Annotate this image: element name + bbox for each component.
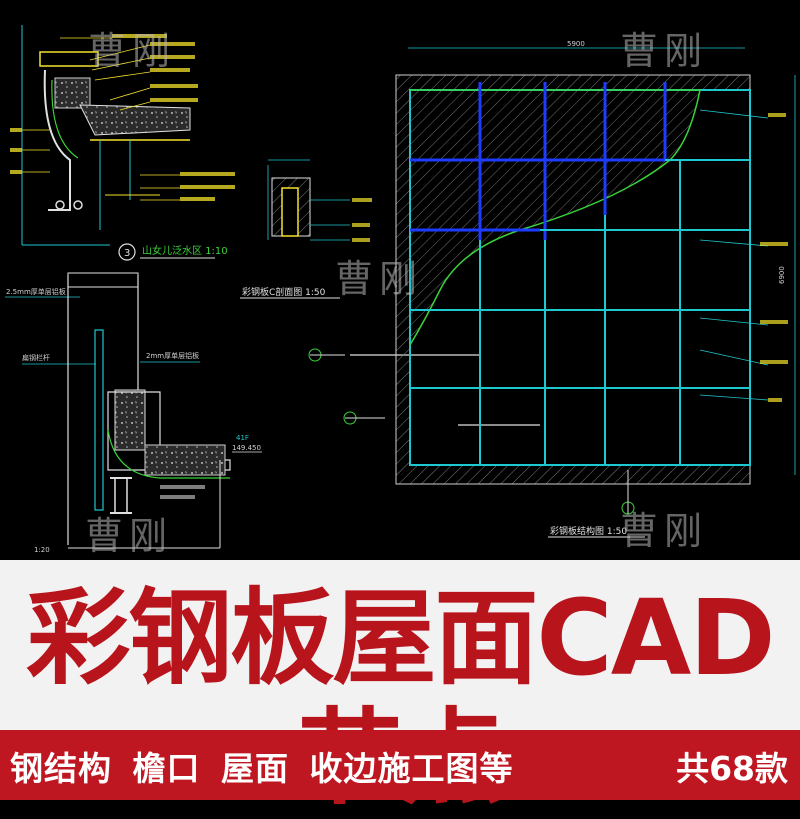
watermark-1: 曹刚 — [88, 29, 177, 73]
tag-steel-structure: 钢结构 — [10, 749, 112, 788]
watermark-3: 曹刚 — [335, 257, 424, 301]
detail2-label-c: 2mm厚单层铝板 — [146, 351, 199, 360]
tag-eaves: 檐口 — [132, 749, 201, 788]
plan-structure: 5900 6900 — [395, 40, 796, 538]
detail3-title: 彩钢板C剖面图 1:50 — [242, 286, 326, 298]
plan-dim-top: 5900 — [567, 40, 585, 48]
detail2-label-b: 扁钢栏杆 — [22, 353, 50, 362]
tag-edge-drawings: 收边施工图等 — [309, 749, 514, 788]
detail2-level-value: 149.450 — [232, 444, 261, 452]
footer-tags: 钢结构 檐口 屋面 收边施工图等 — [10, 742, 522, 790]
detail-parapet-flashing: 3 山女儿泛水区 1:10 — [10, 25, 235, 261]
detail-badge-circle — [118, 243, 136, 261]
detail-parapet-section: 2.5mm厚单层铝板 扁钢栏杆 2mm厚单层铝板 41F 149.450 1:2… — [5, 272, 262, 554]
watermark-4: 曹刚 — [85, 514, 174, 558]
plan-dim-right: 6900 — [778, 266, 786, 284]
footer-count: 共68款 — [676, 749, 788, 788]
detail1-badge: 3 — [124, 248, 130, 259]
title-banner — [0, 560, 800, 730]
detail2-scale: 1:20 — [34, 546, 50, 554]
detail2-level: 41F — [236, 434, 249, 442]
watermark-5: 曹刚 — [620, 509, 709, 553]
detail1-title: 山女儿泛水区 1:10 — [142, 244, 228, 257]
detail-c-section: 彩钢板C剖面图 1:50 — [240, 159, 540, 426]
plan-title: 彩钢板结构图 1:50 — [550, 525, 627, 537]
detail2-label-a: 2.5mm厚单层铝板 — [6, 287, 66, 296]
cad-drawing-area: 3 山女儿泛水区 1:10 2.5mm厚单层铝板 扁钢栏杆 2mm厚单层铝板 4… — [5, 25, 796, 554]
footer-bar: 钢结构 檐口 屋面 收边施工图等 共68款 — [0, 730, 800, 800]
watermark-2: 曹刚 — [620, 29, 709, 73]
tag-roof: 屋面 — [221, 749, 289, 788]
